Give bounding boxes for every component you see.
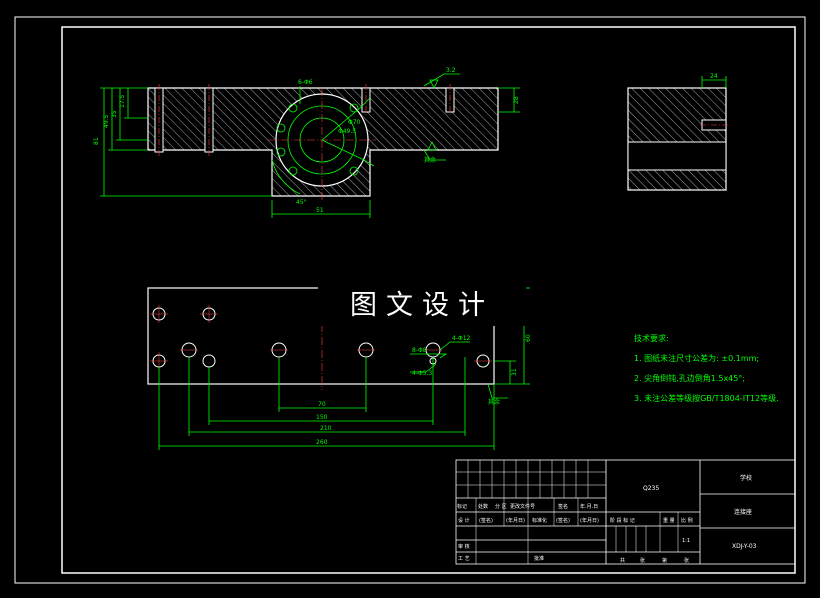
top-view: 81 49.5 35 17.5 28 51 6-Φ6 Φ70 Φ49.5 45°… bbox=[93, 67, 520, 218]
tb-design-date: (年月日) bbox=[506, 517, 525, 524]
dim-70: 70 bbox=[318, 401, 326, 408]
note-1: 1. 图纸未注尺寸公差为: ±0.1mm; bbox=[634, 353, 759, 363]
tb-h-zone: 分 区 bbox=[495, 503, 507, 510]
surface-finish-front: 其余 bbox=[488, 398, 500, 406]
label-holes-b: 4-Φ12 bbox=[452, 335, 471, 342]
dim-51: 51 bbox=[316, 207, 324, 214]
tb-h-count: 处数 bbox=[478, 503, 488, 510]
tb-material: Q235 bbox=[643, 485, 659, 492]
dim-60: 60 bbox=[525, 334, 532, 342]
label-holes-a: 8-Φ8 bbox=[412, 347, 427, 354]
dim-81: 81 bbox=[93, 137, 100, 145]
dim-phi49-5: Φ49.5 bbox=[338, 128, 356, 135]
tb-approve: 批准 bbox=[534, 555, 544, 562]
tb-scale: 1:1 bbox=[682, 538, 690, 544]
tb-part-name: 连接座 bbox=[734, 508, 752, 516]
surface-finish-rest: 其余 bbox=[424, 156, 436, 164]
tb-sheet-3: 第 bbox=[662, 557, 667, 564]
dim-49-5: 49.5 bbox=[103, 114, 110, 128]
dim-150: 150 bbox=[316, 414, 328, 421]
front-view: 70 150 210 260 60 31 4-Φ12 8-Φ8 4-Φ5.3 其… bbox=[147, 287, 532, 450]
surface-finish-top: 3.2 bbox=[446, 67, 456, 74]
watermark: 图文设计 bbox=[318, 278, 526, 326]
tb-h-doc: 更改文件号 bbox=[510, 503, 535, 510]
tb-std-sign: (签名) bbox=[556, 517, 570, 524]
tb-stage: 阶 段 标 记 bbox=[610, 517, 635, 524]
title-block bbox=[455, 459, 796, 565]
label-holes-c: 4-Φ5.3 bbox=[412, 370, 432, 377]
tb-process: 工 艺 bbox=[458, 556, 470, 562]
inner-border bbox=[61, 26, 796, 574]
tb-sheet-2: 张 bbox=[640, 557, 645, 564]
dim-28: 28 bbox=[513, 96, 520, 104]
dim-35: 35 bbox=[111, 110, 118, 118]
note-2: 2. 尖角倒钝,孔边倒角1.5x45°; bbox=[634, 373, 745, 383]
tb-std: 标准化 bbox=[532, 517, 547, 524]
side-view: 24 bbox=[627, 73, 730, 191]
outer-border bbox=[14, 16, 806, 584]
tb-design-sign: (签名) bbox=[479, 517, 493, 524]
tb-std-date: (年月日) bbox=[580, 517, 599, 524]
dim-210: 210 bbox=[320, 425, 332, 432]
dim-31: 31 bbox=[511, 368, 518, 376]
tb-sheet-4: 张 bbox=[684, 557, 689, 564]
tb-h-sign: 签名 bbox=[558, 503, 568, 510]
dim-17-5: 17.5 bbox=[119, 94, 126, 108]
tb-review: 审 核 bbox=[458, 543, 470, 550]
tb-weight: 重 量 bbox=[663, 517, 675, 524]
dim-260: 260 bbox=[316, 439, 328, 446]
tech-notes: 技术要求: 1. 图纸未注尺寸公差为: ±0.1mm; 2. 尖角倒钝,孔边倒角… bbox=[634, 333, 779, 403]
note-3: 3. 未注公差等级按GB/T1804-IT12等级. bbox=[634, 393, 779, 403]
dim-phi70: Φ70 bbox=[348, 119, 361, 126]
dim-hole-pattern: 6-Φ6 bbox=[298, 79, 313, 86]
tb-design: 设 计 bbox=[458, 517, 470, 524]
notes-title: 技术要求: bbox=[634, 333, 669, 343]
tb-drawing-no: XDJ-Y-03 bbox=[732, 543, 757, 550]
tb-h-mark: 标记 bbox=[457, 503, 467, 510]
tb-school: 学校 bbox=[740, 474, 752, 482]
dim-24: 24 bbox=[710, 73, 718, 80]
dim-angle: 45° bbox=[296, 199, 307, 206]
tb-sheet-1: 共 bbox=[620, 557, 625, 564]
tb-scale-h: 比 例 bbox=[681, 517, 693, 524]
tb-h-date: 年.月.日 bbox=[580, 503, 598, 510]
